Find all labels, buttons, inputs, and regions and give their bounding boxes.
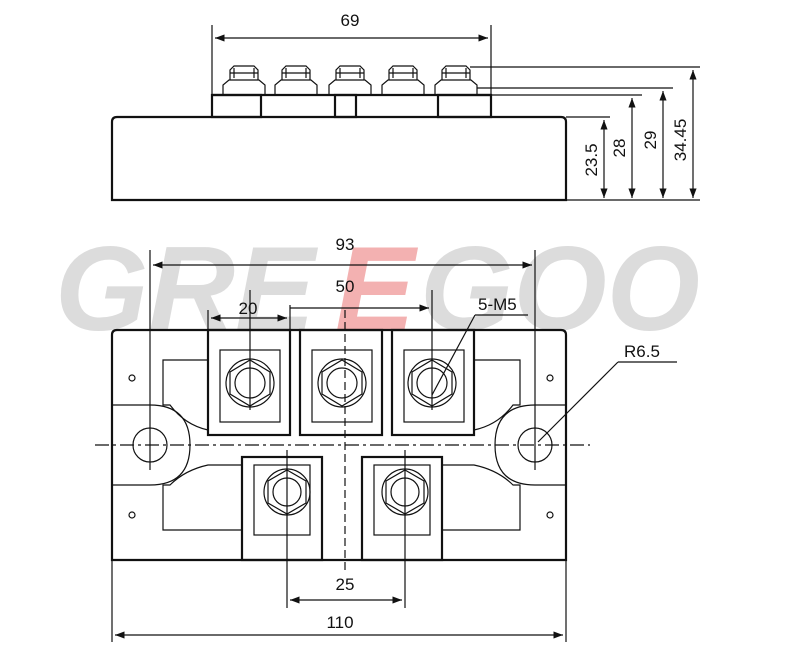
terminal <box>360 455 444 562</box>
side-boss-left <box>210 93 263 119</box>
terminal <box>240 455 324 562</box>
side-view: 69 23.5 28 29 34.45 <box>110 11 700 202</box>
callout-5-m5: 5-M5 <box>478 295 517 314</box>
dim-28: 28 <box>610 139 629 158</box>
side-body <box>110 115 568 202</box>
dim-50: 50 <box>336 277 355 296</box>
side-nut <box>328 65 372 95</box>
side-boss-right <box>436 93 493 119</box>
side-nut <box>274 65 318 95</box>
dim-34-45: 34.45 <box>671 119 690 162</box>
dim-93: 93 <box>336 235 355 254</box>
side-nut <box>381 65 425 95</box>
side-nut <box>434 65 478 95</box>
side-nut <box>222 65 266 95</box>
plan-body <box>110 328 568 562</box>
dim-69: 69 <box>341 11 360 30</box>
side-boss-center <box>333 93 358 119</box>
terminal <box>298 328 384 437</box>
plan-view: 93 50 20 25 110 5-M5 R6.5 <box>95 235 677 642</box>
dim-20: 20 <box>239 299 258 318</box>
dim-25: 25 <box>336 575 355 594</box>
watermark-left: GRE <box>55 222 319 356</box>
dim-29: 29 <box>641 131 660 150</box>
dim-23-5: 23.5 <box>582 143 601 176</box>
callout-r6-5: R6.5 <box>624 342 660 361</box>
watermark-middle: E <box>335 222 419 356</box>
watermark-right: GOO <box>420 222 700 356</box>
watermark-logo: GRE E GOO <box>55 222 700 356</box>
dim-110: 110 <box>326 613 353 632</box>
